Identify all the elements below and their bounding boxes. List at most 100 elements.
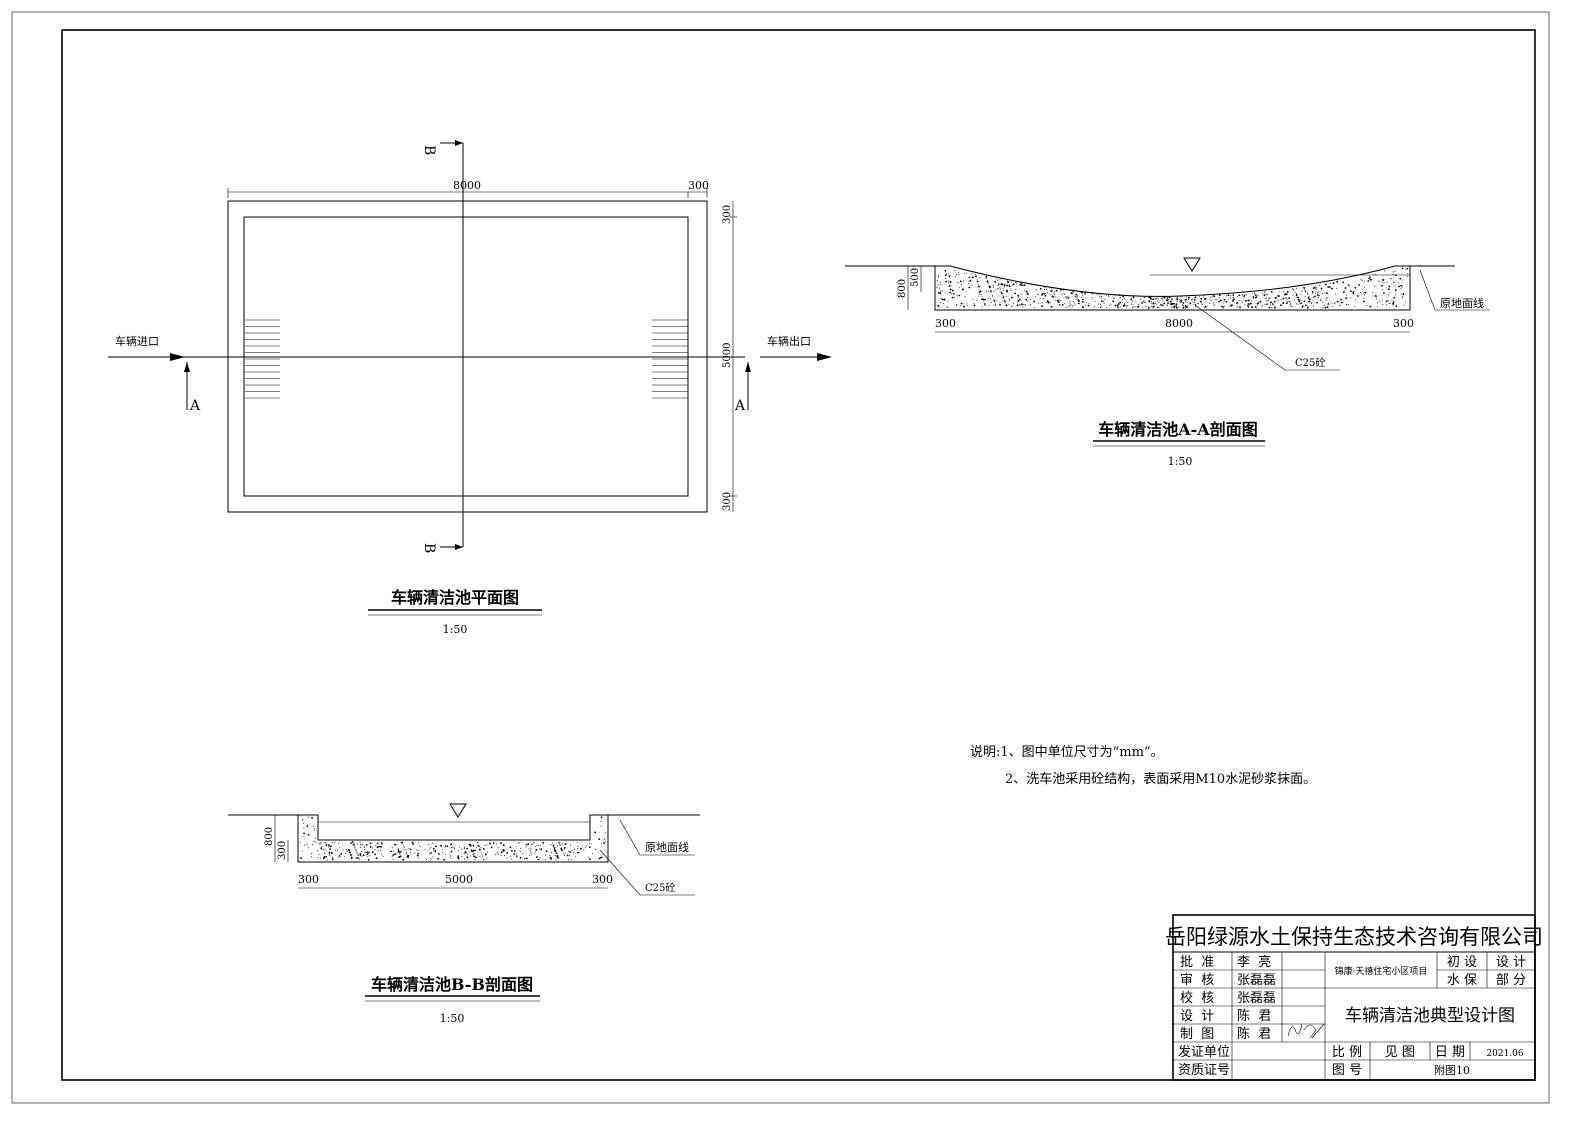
aggregate-dot: [477, 842, 479, 843]
aggregate-dot: [1392, 304, 1394, 306]
aggregate-dot: [1264, 298, 1266, 300]
aggregate-dot: [1301, 305, 1304, 308]
aggregate-dot: [375, 845, 377, 847]
aggregate-dot: [1372, 295, 1374, 297]
aggregate-dot: [1101, 296, 1103, 297]
aggregate-dot: [480, 847, 482, 849]
aggregate-dot: [411, 841, 414, 844]
aggregate-dot: [1307, 305, 1309, 307]
aggregate-dot: [1081, 296, 1082, 298]
aggregate-dot: [1364, 281, 1366, 283]
aggregate-dot: [1027, 297, 1028, 299]
aggregate-dot: [1294, 291, 1296, 293]
aggregate-dot: [598, 857, 601, 860]
aggregate-dot: [592, 852, 594, 854]
aggregate-dot: [1012, 283, 1015, 286]
aggregate-dot: [438, 853, 440, 855]
aggregate-dot: [1110, 303, 1112, 305]
dim-left: 300: [935, 317, 956, 330]
note-1: 说明:1、图中单位尺寸为“mm”。: [970, 745, 1164, 760]
aggregate-dot: [994, 303, 996, 305]
aggregate-dot: [1188, 297, 1190, 299]
aggregate-dot: [1020, 304, 1022, 306]
aggregate-dot: [999, 279, 1001, 281]
aggregate-dot: [1112, 300, 1115, 303]
aggregate-dot: [1054, 295, 1056, 297]
aggregate-dot: [1284, 297, 1286, 299]
aggregate-dot: [332, 856, 334, 858]
aggregate-dot: [958, 294, 961, 297]
aggregate-dot: [1218, 294, 1221, 296]
aggregate-dot: [986, 278, 988, 279]
aggregate-dot: [519, 857, 522, 859]
aggregate-dot: [486, 858, 488, 860]
aggregate-dot: [1008, 298, 1010, 300]
aggregate-dot: [1270, 291, 1273, 293]
aggregate-dot: [562, 852, 564, 854]
aggregate-dot: [1151, 305, 1153, 307]
aggregate-dot: [960, 302, 963, 305]
sheet-border: [11, 11, 1550, 1104]
aggregate-dot: [318, 842, 320, 844]
aggregate-dot: [1173, 302, 1175, 305]
dim-right: 300: [592, 873, 613, 886]
aggregate-dot: [1203, 297, 1205, 299]
aggregate-dot: [442, 849, 444, 850]
aggregate-dot: [578, 852, 580, 854]
aggregate-dot: [1078, 300, 1080, 302]
aggregate-dot: [1176, 298, 1179, 301]
aggregate-dot: [1053, 292, 1055, 294]
aggregate-dot: [1317, 297, 1319, 299]
aggregate-dot: [396, 843, 398, 845]
aggregate-dot: [483, 848, 485, 850]
aggregate-dot: [1334, 302, 1336, 304]
aggregate-dot: [1008, 303, 1010, 305]
aggregate-dot: [564, 848, 566, 850]
aggregate-dot: [1392, 301, 1395, 304]
aggregate-dot: [1073, 295, 1075, 297]
aggregate-dot: [307, 816, 309, 818]
aggregate-dot: [997, 287, 999, 289]
aggregate-dot: [537, 859, 539, 861]
aggregate-dot: [1167, 302, 1169, 304]
aggregate-dot: [1320, 287, 1323, 290]
aggregate-dot: [511, 850, 513, 852]
aggregate-dot: [480, 852, 482, 854]
aggregate-dot: [1247, 303, 1250, 305]
aggregate-dot: [355, 849, 357, 851]
water-level-icon: [1183, 257, 1201, 272]
aggregate-dot: [1178, 301, 1180, 303]
aggregate-dot: [1189, 302, 1192, 305]
aggregate-dot: [993, 304, 995, 306]
aggregate-dot: [1084, 304, 1086, 306]
aggregate-dot: [988, 285, 991, 288]
aggregate-dot: [1017, 300, 1020, 302]
aggregate-dot: [398, 856, 400, 858]
aggregate-dot: [949, 280, 952, 283]
plan-title: 车辆清洁池平面图: [391, 588, 519, 607]
aggregate-dot: [492, 842, 495, 844]
aggregate-dot: [1402, 286, 1404, 288]
aggregate-dot: [590, 843, 592, 845]
aggregate-dot: [1404, 268, 1406, 270]
aggregate-dot: [360, 847, 362, 849]
project-name: 锦康·天禧住宅小区项目: [1335, 965, 1428, 977]
aggregate-dot: [497, 854, 499, 856]
aggregate-dot: [1296, 303, 1298, 305]
exit-label: 车辆出口: [767, 334, 811, 348]
aggregate-dot: [360, 844, 362, 846]
aggregate-dot: [1164, 297, 1166, 299]
aggregate-dot: [1180, 296, 1182, 298]
aggregate-dot: [372, 847, 373, 849]
aggregate-dot: [479, 856, 481, 858]
aggregate-dot: [467, 854, 469, 856]
aggregate-dot: [1318, 285, 1320, 287]
aggregate-dot: [1063, 303, 1065, 305]
aggregate-dot: [1143, 300, 1145, 302]
aggregate-dot: [1386, 281, 1388, 283]
aggregate-dot: [1233, 297, 1234, 298]
aggregate-dot: [409, 851, 411, 853]
aggregate-dot: [1119, 297, 1121, 299]
aggregate-dot: [1010, 288, 1012, 290]
aggregate-dot: [1019, 304, 1021, 306]
